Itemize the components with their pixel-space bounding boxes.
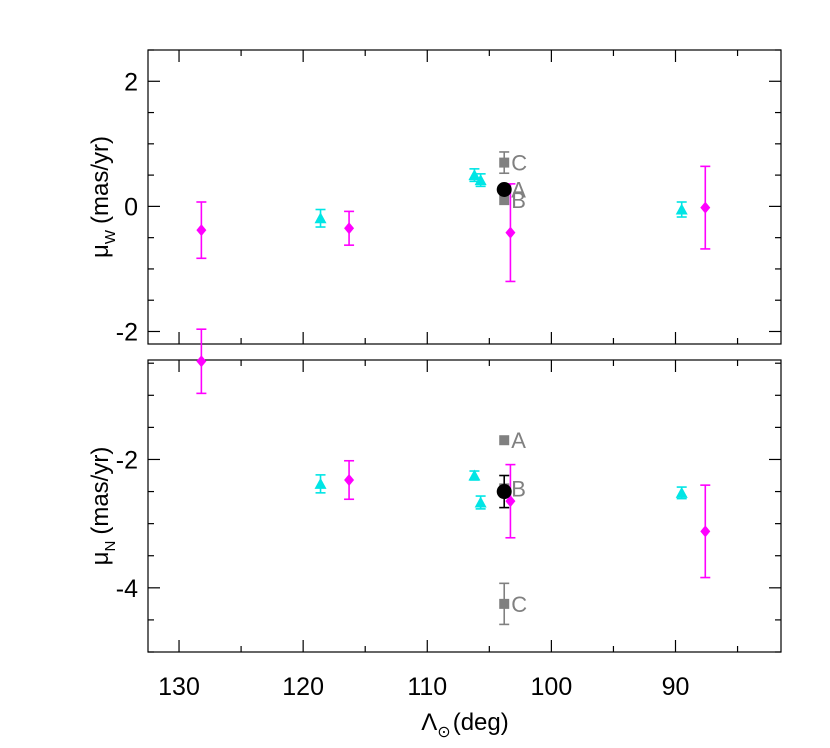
triangle-point xyxy=(314,212,327,224)
square-point xyxy=(499,157,510,168)
square-point-label: B xyxy=(511,188,526,213)
top-y-axis-label: μW (mas/yr) xyxy=(87,136,119,258)
x-tick-label: 100 xyxy=(531,673,573,701)
diamond-point xyxy=(196,224,207,237)
circle-point xyxy=(496,484,512,500)
square-point xyxy=(499,195,510,206)
diamond-point xyxy=(505,495,516,508)
square-point-label: A xyxy=(511,177,526,202)
circle-point xyxy=(496,181,512,197)
bottom-y-axis-label-unit: (mas/yr) xyxy=(87,447,114,535)
square-point-label: C xyxy=(511,592,527,617)
x-tick-labels: 130 120 110 100 90 xyxy=(158,673,689,701)
bottom-panel-marks: AB C xyxy=(196,328,711,626)
top-panel-ticks: 2 0 -2 xyxy=(116,49,781,346)
x-tick-label: 120 xyxy=(282,673,324,701)
bottom-panel-ticks: -2 -4 xyxy=(116,360,781,653)
top-panel-marks: CAB xyxy=(196,151,711,283)
diamond-point xyxy=(505,226,516,239)
top-y-axis-label-symbol: μ xyxy=(87,244,114,258)
top-y-tick-label: 0 xyxy=(124,193,138,221)
diamond-point xyxy=(344,474,355,487)
bottom-panel-frame xyxy=(147,359,782,653)
x-axis-label-unit: (deg) xyxy=(453,709,509,736)
diamond-point xyxy=(700,525,711,538)
triangle-point xyxy=(474,496,487,508)
bottom-y-tick-label: -4 xyxy=(116,575,138,603)
x-tick-label: 130 xyxy=(158,673,200,701)
triangle-point xyxy=(474,174,487,186)
square-point-label: A xyxy=(511,428,526,453)
x-axis-label-subscript: ⊙ xyxy=(437,724,450,741)
bottom-panel: -2 -4 AB C μN (mas/yr) xyxy=(87,328,782,653)
triangle-point xyxy=(675,203,688,215)
top-y-axis-label-subscript: W xyxy=(102,229,119,244)
triangle-point xyxy=(675,486,688,498)
square-point xyxy=(499,598,510,609)
square-point xyxy=(499,435,510,446)
top-panel: 2 0 -2 CAB μW (mas/yr) xyxy=(87,49,782,346)
top-panel-frame xyxy=(147,49,782,345)
square-point-label: B xyxy=(511,476,526,501)
bottom-y-axis-label-symbol: μ xyxy=(87,552,114,566)
top-y-axis-label-unit: (mas/yr) xyxy=(87,136,114,224)
x-tick-label: 110 xyxy=(407,673,447,701)
diamond-point xyxy=(344,222,355,235)
diamond-point xyxy=(196,355,207,368)
x-tick-label: 90 xyxy=(662,673,690,701)
triangle-point xyxy=(468,169,481,181)
x-axis-label-symbol: Λ xyxy=(421,709,437,736)
triangle-point xyxy=(468,469,481,481)
bottom-y-axis-label: μN (mas/yr) xyxy=(87,447,119,566)
diamond-point xyxy=(700,201,711,214)
top-y-tick-label: -2 xyxy=(116,318,138,346)
bottom-y-tick-label: -2 xyxy=(116,446,138,474)
bottom-y-axis-label-subscript: N xyxy=(102,541,119,552)
square-point-label: C xyxy=(511,151,527,176)
triangle-point xyxy=(314,477,327,489)
x-axis-label: Λ⊙(deg) xyxy=(421,709,508,741)
top-y-tick-label: 2 xyxy=(124,68,138,96)
